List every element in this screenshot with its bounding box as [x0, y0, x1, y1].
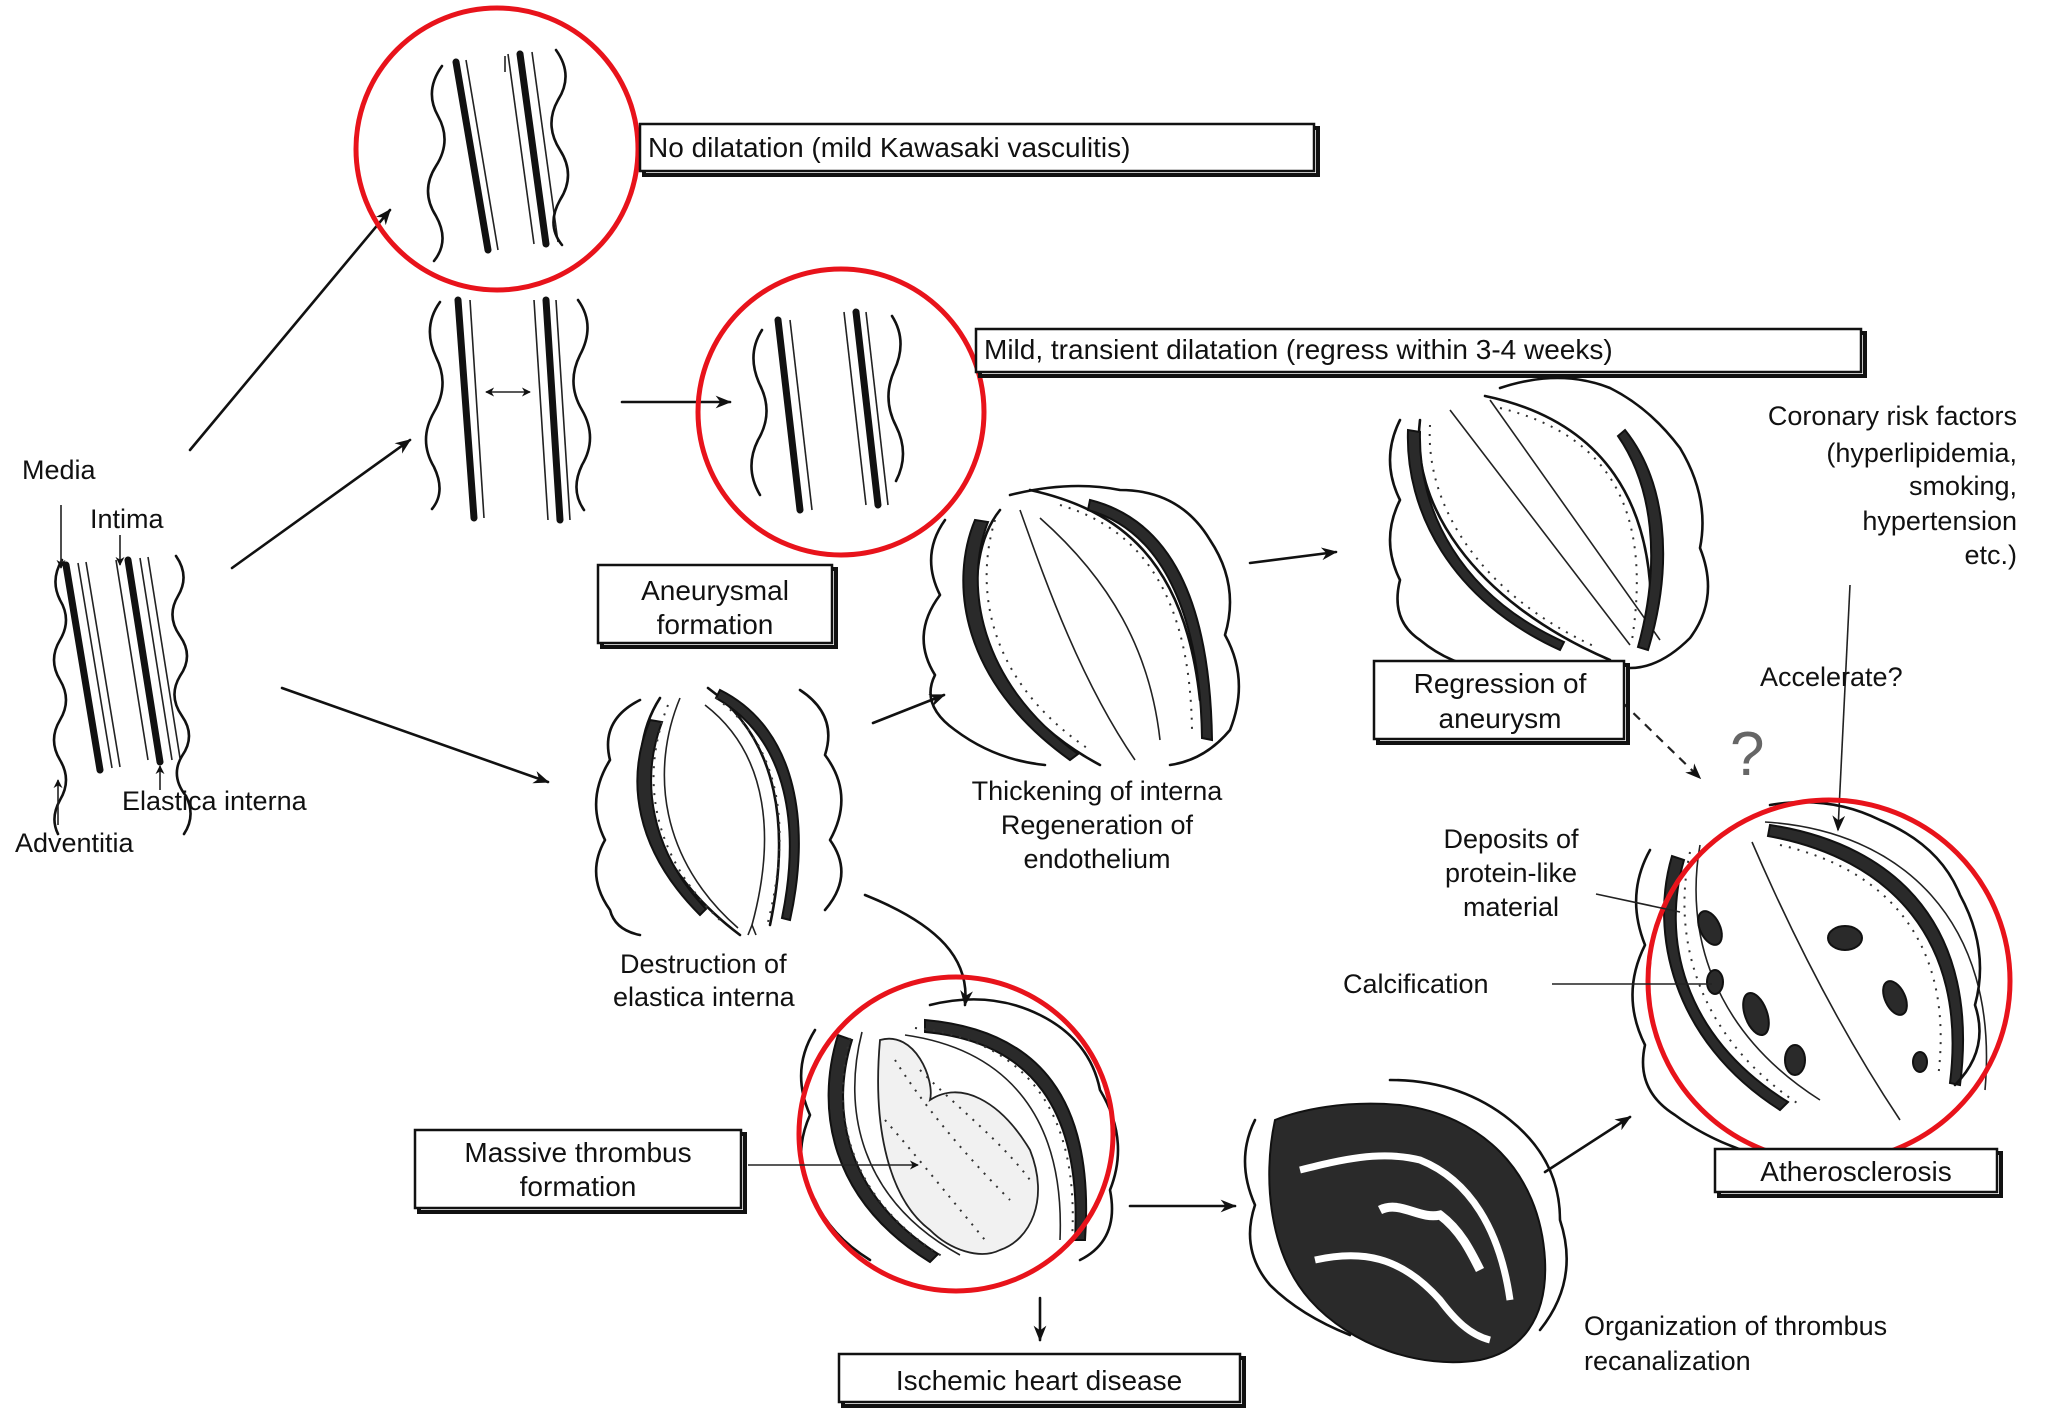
deposits-label-line3: material — [1463, 892, 1559, 922]
thickening-label-line1: Thickening of interna — [972, 776, 1224, 806]
aneurysmal-label-line1: Aneurysmal — [641, 575, 789, 606]
destruction-label-line2: elastica interna — [613, 982, 796, 1012]
risk-factors-line5: etc.) — [1964, 540, 2017, 570]
intima-label: Intima — [90, 504, 165, 534]
adventitia-label: Adventitia — [15, 828, 135, 858]
deposits-label-line2: protein-like — [1445, 858, 1577, 888]
mild-dilatation-highlight-circle — [698, 269, 984, 555]
organization-label-line1: Organization of thrombus — [1584, 1311, 1887, 1341]
mild-dilatation-label: Mild, transient dilatation (regress with… — [984, 334, 1613, 365]
risk-factors-line4: hypertension — [1862, 506, 2017, 536]
massive-thrombus-label-line1: Massive thrombus — [464, 1137, 691, 1168]
dilating-vessel-drawing — [426, 300, 590, 520]
accelerate-label: Accelerate? — [1760, 662, 1903, 692]
organization-label-line2: recanalization — [1584, 1346, 1751, 1376]
deposits-label-line1: Deposits of — [1443, 824, 1579, 854]
risk-factors-line2: (hyperlipidemia, — [1826, 438, 2017, 468]
risk-factors-line1: Coronary risk factors — [1768, 401, 2017, 431]
regression-vessel-drawing — [1390, 378, 1708, 670]
ischemic-label: Ischemic heart disease — [896, 1365, 1182, 1396]
risk-factors-line3: smoking, — [1909, 471, 2017, 501]
thickening-vessel-drawing — [924, 486, 1239, 765]
atherosclerosis-vessel-drawing — [1633, 802, 1987, 1160]
no-dilatation-vessel-drawing — [428, 50, 568, 261]
question-mark: ? — [1730, 720, 1764, 789]
mild-dilatation-vessel-drawing — [751, 312, 903, 510]
destruction-label-line1: Destruction of — [620, 949, 787, 979]
calcification-label: Calcification — [1343, 969, 1489, 999]
atherosclerosis-label: Atherosclerosis — [1760, 1156, 1951, 1187]
destruction-vessel-drawing — [596, 688, 841, 935]
organized-thrombus-vessel-drawing — [1245, 1080, 1567, 1362]
thickening-label-line3: endothelium — [1023, 844, 1170, 874]
regression-label-line1: Regression of — [1414, 668, 1587, 699]
regression-label-line2: aneurysm — [1439, 703, 1562, 734]
elastica-interna-label: Elastica interna — [122, 786, 308, 816]
thrombus-vessel-drawing — [801, 999, 1118, 1262]
massive-thrombus-label-line2: formation — [520, 1171, 637, 1202]
no-dilatation-label: No dilatation (mild Kawasaki vasculitis) — [648, 132, 1130, 163]
thickening-label-line2: Regeneration of — [1001, 810, 1194, 840]
media-label: Media — [22, 455, 97, 485]
aneurysmal-label-line2: formation — [657, 609, 774, 640]
